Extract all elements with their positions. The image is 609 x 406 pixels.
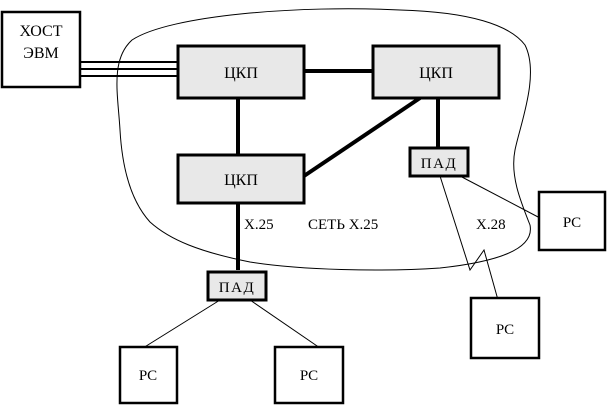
pc-terminal-1 xyxy=(537,190,607,252)
access-lines xyxy=(142,175,541,349)
pad-node-1 xyxy=(408,146,470,178)
host-label-line1: ХОСТ xyxy=(20,23,63,40)
ckp-label-2: ЦКП xyxy=(419,65,453,82)
host-label-line2: ЭВМ xyxy=(23,45,58,62)
pad-node-2 xyxy=(206,270,268,302)
ckp-label-1: ЦКП xyxy=(224,65,258,82)
x28-label: X.28 xyxy=(476,217,506,233)
pc-label-4: PC xyxy=(300,368,318,384)
pad-label-2: ПАД xyxy=(219,280,255,296)
x25-label: X.25 xyxy=(244,217,274,233)
pc-terminal-4 xyxy=(273,345,345,405)
host-link xyxy=(80,61,178,77)
pc-terminal-3 xyxy=(118,345,179,405)
pc-label-1: PC xyxy=(563,215,581,231)
host-box xyxy=(0,10,82,89)
network-label: СЕТЬ X.25 xyxy=(308,217,378,233)
ckp-node-3 xyxy=(176,153,306,205)
pc-terminal-2 xyxy=(469,296,541,360)
pc-label-3: PC xyxy=(139,368,157,384)
pc-label-2: PC xyxy=(496,322,514,338)
ckp-label-3: ЦКП xyxy=(224,172,258,189)
ckp-node-2 xyxy=(371,44,501,100)
network-cloud xyxy=(116,8,531,271)
pad-label-1: ПАД xyxy=(421,156,457,172)
ckp-node-1 xyxy=(176,44,306,100)
trunk-links xyxy=(236,69,440,270)
